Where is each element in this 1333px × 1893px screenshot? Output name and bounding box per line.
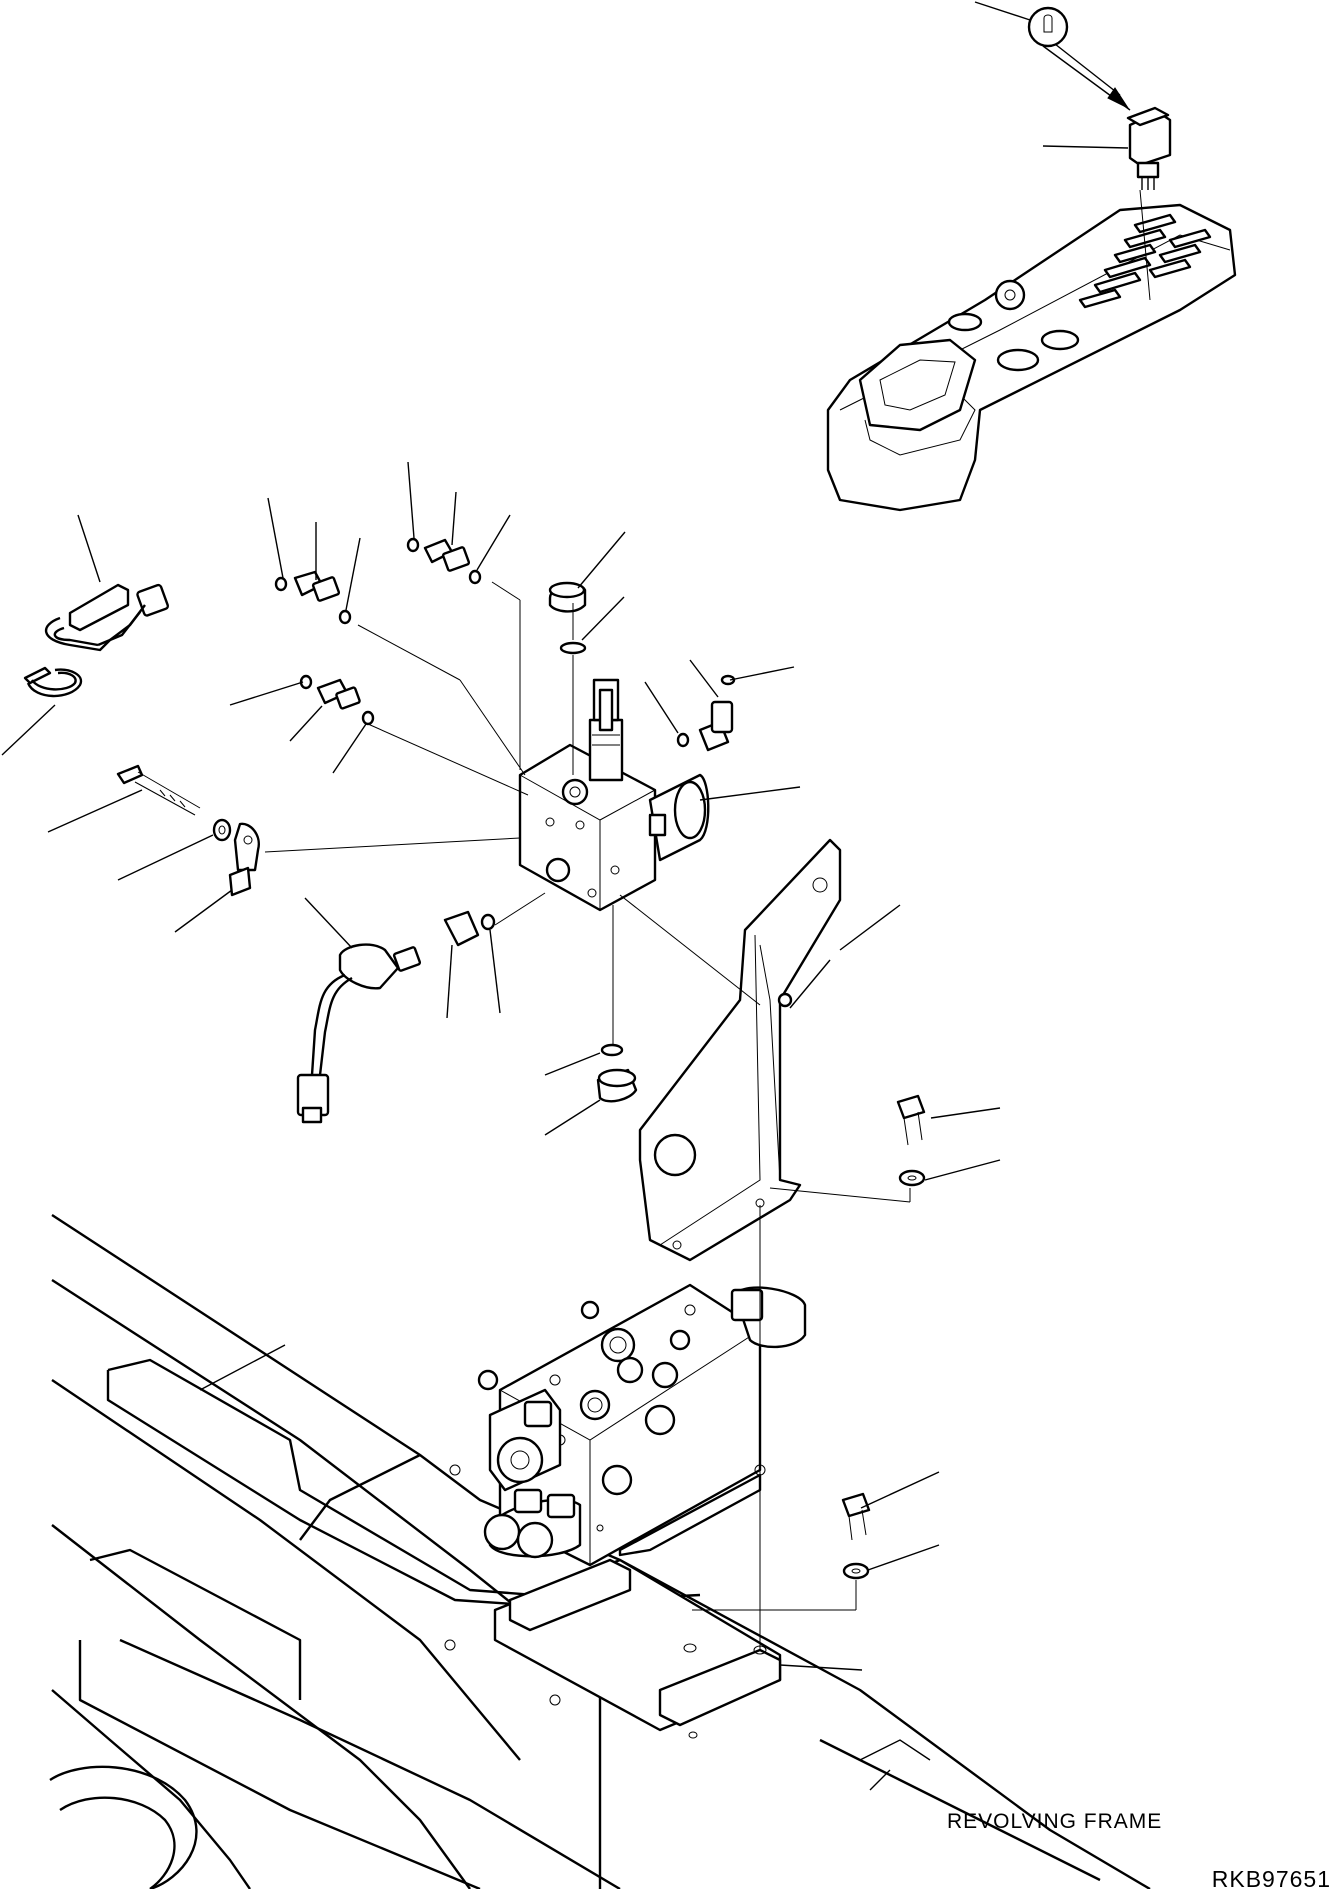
indicator-bulb bbox=[974, 1, 1131, 111]
relief-valve-block bbox=[518, 678, 710, 912]
pressure-switch-fittings bbox=[116, 537, 926, 1580]
revolving-frame bbox=[49, 1213, 1151, 1889]
valve-bracket bbox=[638, 838, 901, 1262]
revolving-frame-label: REVOLVING FRAME bbox=[947, 1810, 1163, 1833]
wiring-harness-clamp bbox=[23, 583, 170, 698]
mounting-plate bbox=[493, 1558, 863, 1739]
leader-lines bbox=[1, 461, 1001, 1650]
drawing-number: RKB97651 bbox=[1211, 1866, 1331, 1892]
solenoid-valve-block bbox=[477, 1283, 807, 1567]
control-console bbox=[826, 203, 1237, 512]
rocker-switch bbox=[1042, 106, 1172, 301]
